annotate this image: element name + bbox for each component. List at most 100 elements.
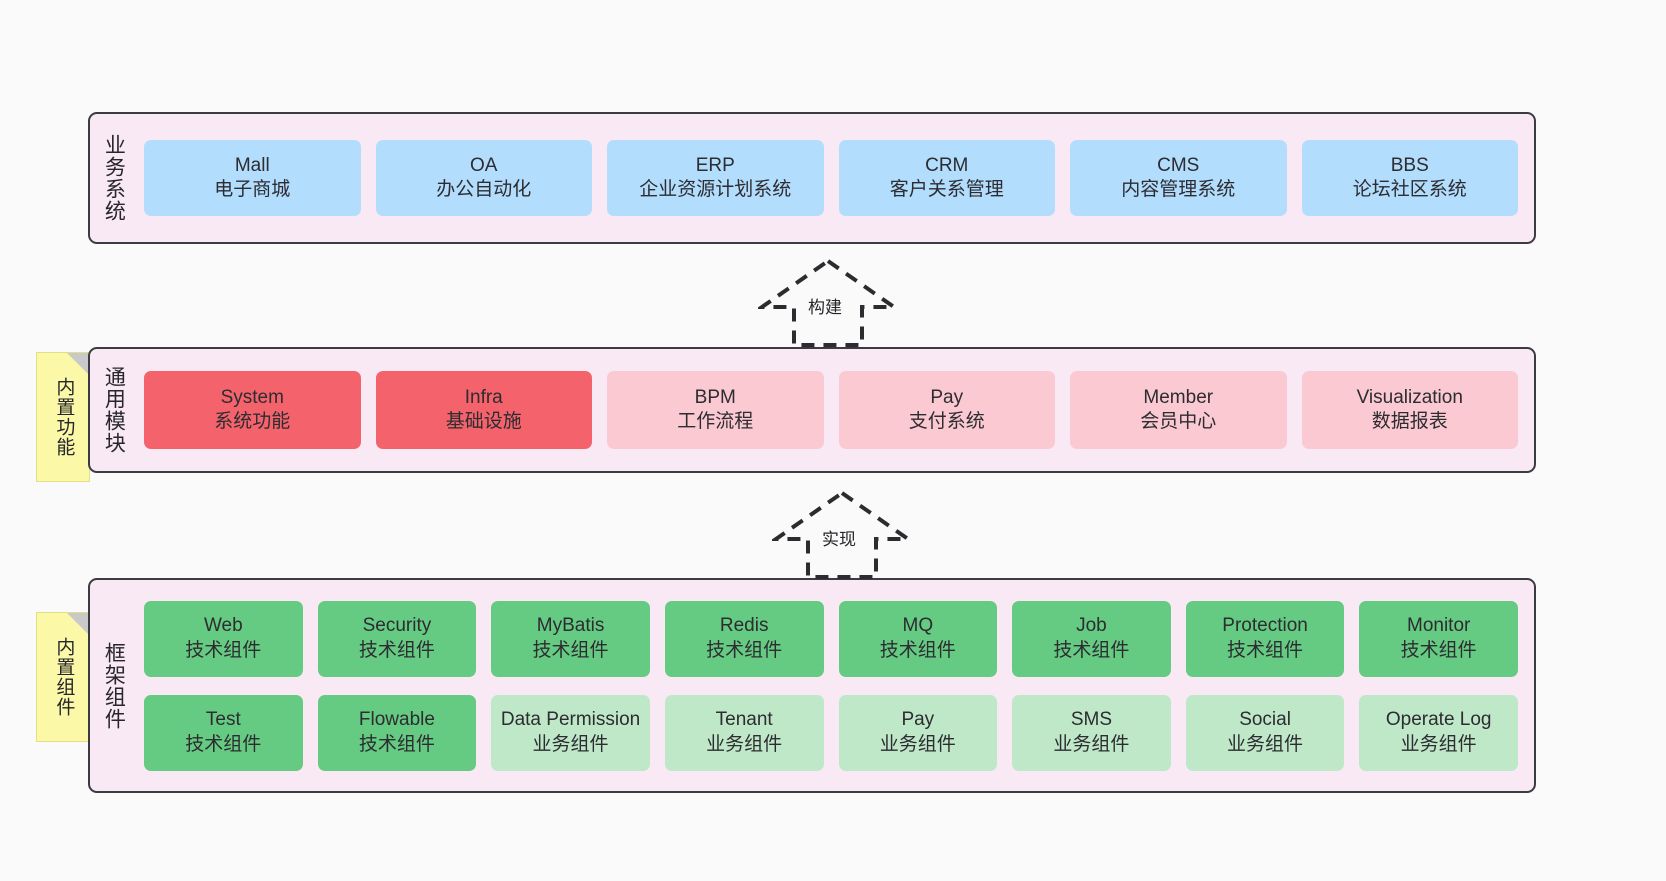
note-fold-corner-icon-2 bbox=[67, 613, 89, 635]
node-security-subtitle: 技术组件 bbox=[358, 639, 435, 661]
node-mall-title: Mall bbox=[234, 154, 270, 176]
node-redis-subtitle: 技术组件 bbox=[706, 639, 783, 661]
node-web-title: Web bbox=[203, 615, 243, 637]
connector-implement-label: 实现 bbox=[820, 525, 858, 550]
node-visualization-title: Visualization bbox=[1356, 386, 1463, 408]
layer-body-common-modules: System 系统功能 Infra 基础设施 BPM 工作流程 Pay 支付系统… bbox=[136, 349, 1534, 471]
node-oa[interactable]: OA 办公自动化 bbox=[375, 140, 592, 216]
node-pay-module-subtitle: 支付系统 bbox=[908, 411, 985, 432]
node-crm-subtitle: 客户关系管理 bbox=[889, 179, 1004, 200]
node-job[interactable]: Job 技术组件 bbox=[1012, 600, 1171, 677]
node-system[interactable]: System 系统功能 bbox=[144, 371, 361, 449]
node-infra-title: Infra bbox=[464, 386, 503, 408]
node-redis-title: Redis bbox=[719, 615, 769, 637]
connector-build: 构建 bbox=[755, 255, 901, 347]
node-mall-subtitle: 电子商城 bbox=[214, 179, 291, 200]
node-operate-log[interactable]: Operate Log 业务组件 bbox=[1359, 694, 1518, 771]
node-pay-component-subtitle: 业务组件 bbox=[879, 733, 956, 755]
node-mq-subtitle: 技术组件 bbox=[879, 639, 956, 661]
node-job-subtitle: 技术组件 bbox=[1053, 639, 1130, 661]
sticky-note-builtin-components-label: 内置组件 bbox=[53, 637, 75, 717]
node-member-title: Member bbox=[1143, 386, 1214, 408]
node-oa-subtitle: 办公自动化 bbox=[436, 179, 532, 200]
node-bpm-title: BPM bbox=[694, 386, 736, 408]
connector-implement: 实现 bbox=[769, 487, 915, 579]
node-flowable-title: Flowable bbox=[358, 709, 435, 731]
node-erp[interactable]: ERP 企业资源计划系统 bbox=[607, 140, 824, 216]
node-monitor-subtitle: 技术组件 bbox=[1400, 639, 1477, 661]
node-crm-title: CRM bbox=[925, 154, 969, 176]
node-bbs-subtitle: 论坛社区系统 bbox=[1352, 179, 1467, 200]
connector-build-label: 构建 bbox=[806, 293, 844, 318]
row-business-systems: Mall 电子商城 OA 办公自动化 ERP 企业资源计划系统 CRM 客户关系… bbox=[144, 140, 1518, 216]
node-data-permission-subtitle: 业务组件 bbox=[532, 733, 609, 755]
node-bpm[interactable]: BPM 工作流程 bbox=[607, 371, 824, 449]
node-infra[interactable]: Infra 基础设施 bbox=[375, 371, 592, 449]
node-mq-title: MQ bbox=[902, 615, 934, 637]
node-operate-log-title: Operate Log bbox=[1385, 709, 1492, 731]
layer-framework-components: 框架组件 Web 技术组件 Security 技术组件 MyBatis 技术组件… bbox=[88, 578, 1536, 793]
node-social-subtitle: 业务组件 bbox=[1227, 733, 1304, 755]
node-bbs[interactable]: BBS 论坛社区系统 bbox=[1301, 140, 1518, 216]
node-web-subtitle: 技术组件 bbox=[185, 639, 262, 661]
layer-title-common-modules: 通用模块 bbox=[102, 366, 126, 454]
layer-body-framework-components: Web 技术组件 Security 技术组件 MyBatis 技术组件 Redi… bbox=[136, 580, 1534, 791]
node-pay-module-title: Pay bbox=[930, 386, 964, 408]
node-erp-subtitle: 企业资源计划系统 bbox=[639, 179, 792, 200]
node-sms-title: SMS bbox=[1070, 709, 1113, 731]
node-system-title: System bbox=[220, 386, 284, 408]
node-visualization[interactable]: Visualization 数据报表 bbox=[1301, 371, 1518, 449]
node-mybatis[interactable]: MyBatis 技术组件 bbox=[491, 600, 650, 677]
node-system-subtitle: 系统功能 bbox=[214, 411, 291, 432]
node-mybatis-title: MyBatis bbox=[536, 615, 605, 637]
node-test[interactable]: Test 技术组件 bbox=[144, 694, 303, 771]
node-flowable-subtitle: 技术组件 bbox=[358, 733, 435, 755]
node-cms-subtitle: 内容管理系统 bbox=[1121, 179, 1236, 200]
node-cms[interactable]: CMS 内容管理系统 bbox=[1070, 140, 1287, 216]
node-social[interactable]: Social 业务组件 bbox=[1185, 694, 1345, 771]
node-pay-module[interactable]: Pay 支付系统 bbox=[838, 371, 1055, 449]
node-sms-subtitle: 业务组件 bbox=[1053, 733, 1130, 755]
row-common-modules: System 系统功能 Infra 基础设施 BPM 工作流程 Pay 支付系统… bbox=[144, 371, 1518, 449]
layer-business-systems: 业务系统 Mall 电子商城 OA 办公自动化 ERP 企业资源计划系统 CRM… bbox=[88, 112, 1536, 244]
node-bpm-subtitle: 工作流程 bbox=[677, 411, 754, 432]
row-technical-components: Web 技术组件 Security 技术组件 MyBatis 技术组件 Redi… bbox=[144, 600, 1518, 677]
node-test-title: Test bbox=[205, 709, 241, 731]
node-pay-component[interactable]: Pay 业务组件 bbox=[838, 694, 998, 771]
node-flowable[interactable]: Flowable 技术组件 bbox=[317, 694, 477, 771]
node-monitor[interactable]: Monitor 技术组件 bbox=[1359, 600, 1518, 677]
node-visualization-subtitle: 数据报表 bbox=[1371, 411, 1448, 432]
node-mall[interactable]: Mall 电子商城 bbox=[144, 140, 361, 216]
note-fold-corner-icon bbox=[67, 353, 89, 375]
node-data-permission[interactable]: Data Permission 业务组件 bbox=[491, 694, 650, 771]
node-bbs-title: BBS bbox=[1390, 154, 1429, 176]
node-crm[interactable]: CRM 客户关系管理 bbox=[838, 140, 1055, 216]
node-member-subtitle: 会员中心 bbox=[1140, 411, 1217, 432]
node-cms-title: CMS bbox=[1157, 154, 1200, 176]
connector-build-arrow bbox=[755, 258, 901, 347]
node-data-permission-title: Data Permission bbox=[500, 709, 641, 731]
node-erp-title: ERP bbox=[695, 154, 735, 176]
sticky-note-builtin-features-label: 内置功能 bbox=[53, 377, 75, 457]
node-monitor-title: Monitor bbox=[1407, 615, 1471, 637]
node-infra-subtitle: 基础设施 bbox=[445, 411, 522, 432]
node-web[interactable]: Web 技术组件 bbox=[144, 600, 303, 677]
node-redis[interactable]: Redis 技术组件 bbox=[664, 600, 824, 677]
layer-body-business-systems: Mall 电子商城 OA 办公自动化 ERP 企业资源计划系统 CRM 客户关系… bbox=[136, 114, 1534, 242]
node-security-title: Security bbox=[362, 615, 432, 637]
layer-title-framework-components: 框架组件 bbox=[102, 641, 126, 730]
node-protection[interactable]: Protection 技术组件 bbox=[1185, 600, 1345, 677]
node-security[interactable]: Security 技术组件 bbox=[317, 600, 477, 677]
node-tenant[interactable]: Tenant 业务组件 bbox=[664, 694, 824, 771]
node-pay-component-title: Pay bbox=[901, 709, 935, 731]
node-mybatis-subtitle: 技术组件 bbox=[532, 639, 609, 661]
node-mq[interactable]: MQ 技术组件 bbox=[838, 600, 998, 677]
node-sms[interactable]: SMS 业务组件 bbox=[1012, 694, 1171, 771]
row-business-components: Test 技术组件 Flowable 技术组件 Data Permission … bbox=[144, 694, 1518, 771]
layer-common-modules: 通用模块 System 系统功能 Infra 基础设施 BPM 工作流程 Pay… bbox=[88, 347, 1536, 473]
sticky-note-builtin-features: 内置功能 bbox=[36, 352, 90, 482]
sticky-note-builtin-components: 内置组件 bbox=[36, 612, 90, 742]
node-member[interactable]: Member 会员中心 bbox=[1070, 371, 1287, 449]
node-protection-title: Protection bbox=[1222, 615, 1308, 637]
